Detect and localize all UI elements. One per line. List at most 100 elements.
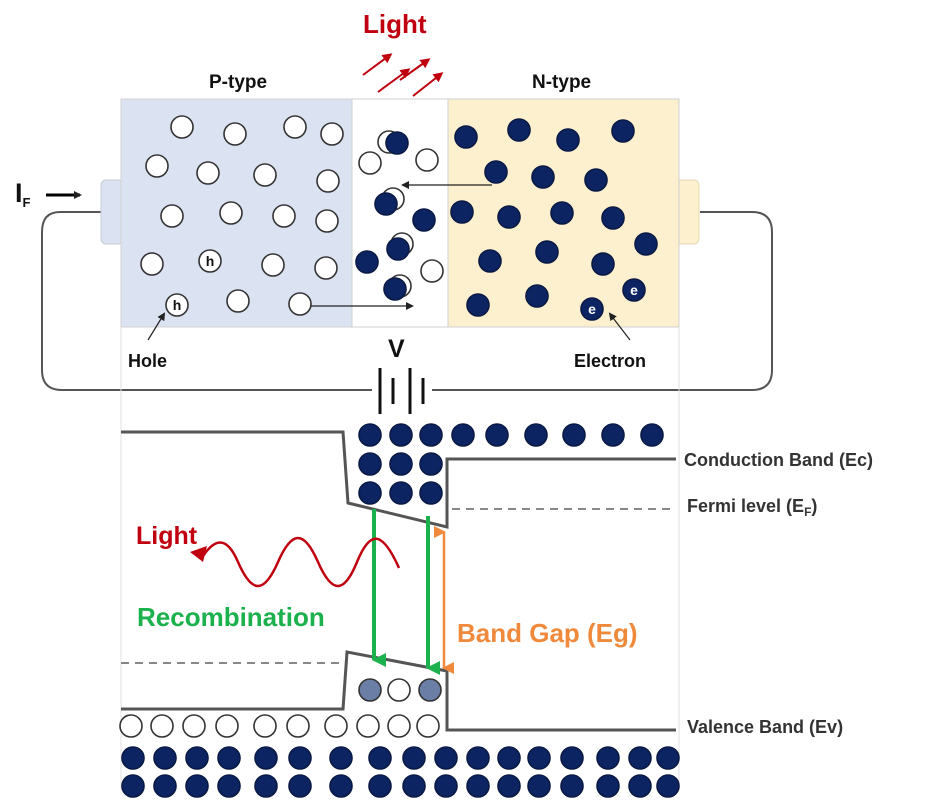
conduction-band-label: Conduction Band (Ec) <box>684 450 873 470</box>
hole-particle <box>182 714 206 738</box>
electron-particle <box>622 278 646 302</box>
hole-particle <box>219 201 243 225</box>
electron-particle <box>217 774 241 798</box>
battery-symbol <box>372 368 432 416</box>
electron-particle <box>527 746 551 770</box>
electron-particle <box>368 774 392 798</box>
hole-particle <box>253 163 277 187</box>
hole-particle <box>415 148 439 172</box>
hole-particle <box>272 204 296 228</box>
electron-particle <box>389 452 413 476</box>
electron-particle <box>584 168 608 192</box>
hole-particle <box>215 714 239 738</box>
hole-label: Hole <box>128 351 168 371</box>
electron-particle <box>288 774 312 798</box>
hole-particle <box>119 714 143 738</box>
electron-particle <box>153 746 177 770</box>
electron-label-e: e <box>588 301 596 317</box>
hole-particle <box>170 115 194 139</box>
electron-particle <box>121 746 145 770</box>
electron-particle <box>580 297 604 321</box>
electron-particle <box>402 774 426 798</box>
electron-particle <box>451 423 475 447</box>
hole-particle <box>320 122 344 146</box>
voltage-label: V <box>388 335 405 363</box>
hole-particle <box>253 714 277 738</box>
hole-label-h: h <box>173 297 182 313</box>
electron-particle <box>389 481 413 505</box>
hole-pointer-arrow <box>147 312 166 341</box>
electron-particle <box>466 746 490 770</box>
electron-particle <box>412 208 436 232</box>
electron-particle <box>640 423 664 447</box>
electron-particle <box>329 746 353 770</box>
electron-particle <box>466 774 490 798</box>
electron-particle <box>329 774 353 798</box>
electron-particle <box>485 423 509 447</box>
electron-particle <box>535 240 559 264</box>
hole-particle <box>286 714 310 738</box>
hole-particle <box>226 289 250 313</box>
hole-particle <box>198 249 222 273</box>
electron-particle <box>466 293 490 317</box>
electron-particle <box>601 423 625 447</box>
electron-particle <box>484 160 508 184</box>
electron-particle <box>385 131 409 155</box>
hole-particle <box>283 115 307 139</box>
electron-particle <box>524 423 548 447</box>
fermi-level-subscript: F <box>804 505 812 519</box>
hole-particle <box>196 161 220 185</box>
electron-particle <box>556 128 580 152</box>
electron-particle <box>611 119 635 143</box>
valence-band-label: Valence Band (Ev) <box>687 717 844 737</box>
electron-particle <box>628 774 652 798</box>
valence-band-line <box>121 650 676 732</box>
electron-particle <box>560 746 584 770</box>
electron-particle <box>254 774 278 798</box>
hole-particle <box>315 209 339 233</box>
hole-particle <box>316 169 340 193</box>
electron-particle <box>358 481 382 505</box>
electron-particle <box>507 118 531 142</box>
hole-particle <box>387 678 411 702</box>
electron-particle <box>254 746 278 770</box>
electron-particle <box>656 774 680 798</box>
hole-particle <box>416 714 440 738</box>
hole-particle <box>356 714 380 738</box>
hole-particle <box>358 151 382 175</box>
electron-particle <box>434 746 458 770</box>
right-contact <box>676 179 700 245</box>
conduction-band-line <box>121 430 676 529</box>
electron-particle <box>419 452 443 476</box>
electron-particle <box>531 165 555 189</box>
hole-particle <box>420 259 444 283</box>
n-type-label: N-type <box>532 72 592 93</box>
hole-particle <box>288 292 312 316</box>
electron-particle <box>591 252 615 276</box>
electron-particle <box>596 746 620 770</box>
electron-particle <box>527 774 551 798</box>
emitted-light-arrows <box>362 53 444 97</box>
hole-particle <box>387 714 411 738</box>
electron-particle <box>355 250 379 274</box>
electron-label-e: e <box>630 282 638 298</box>
electron-particle <box>217 746 241 770</box>
fermi-level-label: Fermi level (EF) <box>687 496 818 518</box>
electron-particle <box>450 200 474 224</box>
electron-particle <box>434 774 458 798</box>
electron-particle <box>419 423 443 447</box>
electron-particle <box>634 232 658 256</box>
band-gap-label: Band Gap (Eg) <box>457 618 638 648</box>
hole-label-h: h <box>206 253 215 269</box>
particles: h h e e <box>119 115 680 798</box>
electron-particle <box>383 277 407 301</box>
electron-particle <box>386 237 410 261</box>
electron-particle <box>374 192 398 216</box>
emitted-light-wave-head <box>190 546 207 562</box>
electron-particle <box>358 452 382 476</box>
fermi-level-close: ) <box>811 496 818 516</box>
circuit-wire <box>41 211 773 391</box>
hole-particle <box>314 256 338 280</box>
left-contact <box>100 179 124 245</box>
